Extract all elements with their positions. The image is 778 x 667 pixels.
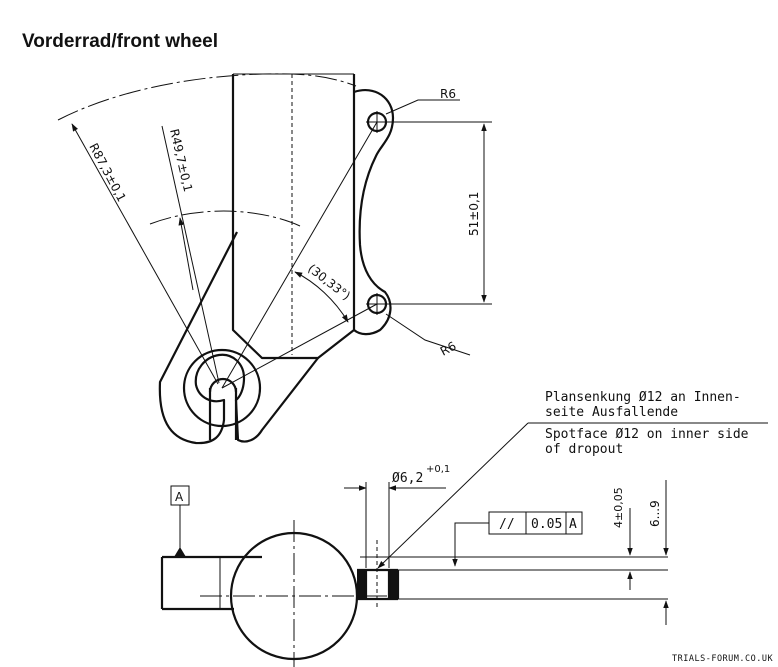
angle-arc — [294, 271, 349, 323]
label-r87: R87,3±0,1 — [86, 141, 129, 204]
line-axle-top-hole — [221, 121, 378, 389]
datum-label: A — [175, 490, 184, 504]
fork-tube-outline — [231, 74, 356, 360]
note-de-line2: seite Ausfallende — [545, 405, 678, 420]
tolerance-datum: A — [569, 517, 577, 532]
tolerance-value: 0.05 — [531, 517, 562, 532]
radius-r49-arrow — [178, 217, 194, 291]
note-en-line1: Spotface Ø12 on inner side — [545, 427, 749, 442]
label-thickness-4: 4±0,05 — [612, 487, 625, 528]
datum-triangle — [174, 547, 186, 557]
label-diameter: Ø6,2 — [392, 471, 423, 486]
r6-top-leader — [385, 99, 460, 115]
watermark: TRIALS-FORUM.CO.UK — [672, 654, 773, 664]
label-r6-bottom: R6 — [438, 339, 459, 359]
arc-r49 — [149, 210, 301, 227]
dropout-side-view — [160, 480, 669, 667]
label-51: 51±0,1 — [467, 192, 481, 236]
spotface-section-right — [389, 570, 398, 599]
spotface-section-left — [357, 570, 366, 599]
label-thickness-6-9: 6...9 — [648, 500, 662, 527]
tolerance-leader — [452, 522, 489, 567]
brake-mount-lug — [353, 89, 395, 336]
note-en-line2: of dropout — [545, 442, 623, 457]
label-r6-top: R6 — [440, 87, 456, 101]
note-de-line1: Plansenkung Ø12 an Innen- — [545, 390, 741, 405]
radius-r87-line — [71, 123, 219, 385]
dropout-top-view — [57, 73, 492, 445]
label-r49: R49,7±0,1 — [167, 128, 195, 194]
drawing-title: Vorderrad/front wheel — [22, 31, 218, 52]
r6-bottom-leader — [385, 313, 471, 356]
radius-r49-line — [161, 125, 220, 384]
tolerance-symbol: // — [499, 517, 515, 532]
note-leader — [377, 422, 529, 569]
spotface-note: Plansenkung Ø12 an Innen- seite Ausfalle… — [377, 390, 768, 569]
label-diameter-tol: +0,1 — [426, 464, 450, 475]
arc-r87 — [57, 73, 357, 121]
axle-slot-circle — [182, 348, 262, 428]
slot-end-arc — [208, 377, 238, 393]
line-axle-bottom-hole — [221, 303, 378, 389]
